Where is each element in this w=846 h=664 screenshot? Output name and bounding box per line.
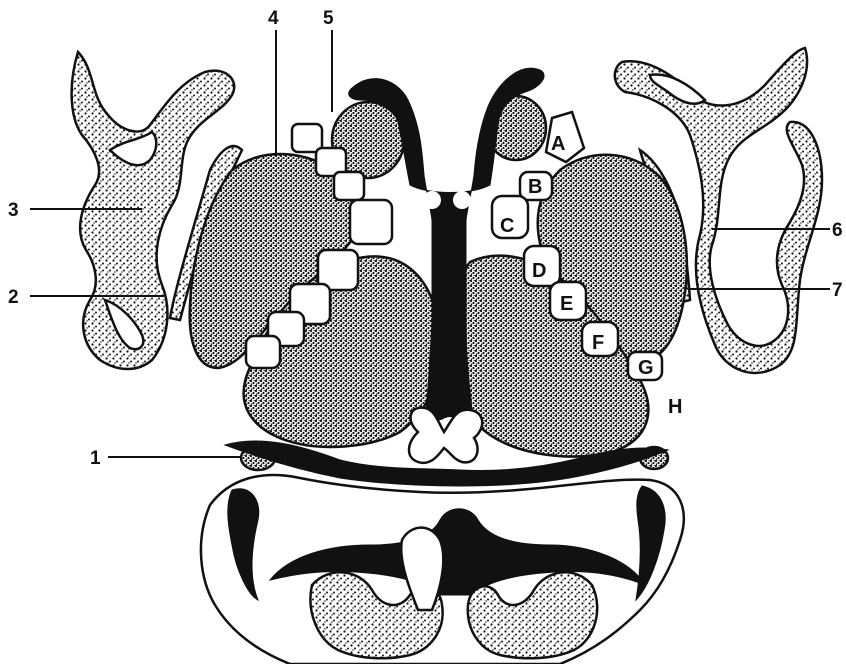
label-H: H [668, 396, 682, 418]
label-C: C [500, 215, 514, 237]
label-E: E [560, 293, 573, 315]
label-A: A [551, 133, 565, 155]
brainstem-region [201, 441, 684, 664]
label-5: 5 [323, 8, 334, 29]
ventricle-foramen-right [453, 191, 471, 209]
ventricle-foramen-left [423, 191, 441, 209]
label-B: B [528, 176, 542, 198]
label-4: 4 [268, 8, 279, 29]
label-1: 1 [90, 448, 101, 469]
label-6: 6 [832, 220, 843, 241]
label-D: D [532, 260, 546, 282]
label-7: 7 [832, 280, 843, 301]
label-G: G [638, 357, 654, 379]
label-3: 3 [8, 200, 19, 221]
ventricle-lumen [420, 112, 474, 178]
label-F: F [592, 332, 604, 354]
label-2: 2 [8, 287, 19, 308]
